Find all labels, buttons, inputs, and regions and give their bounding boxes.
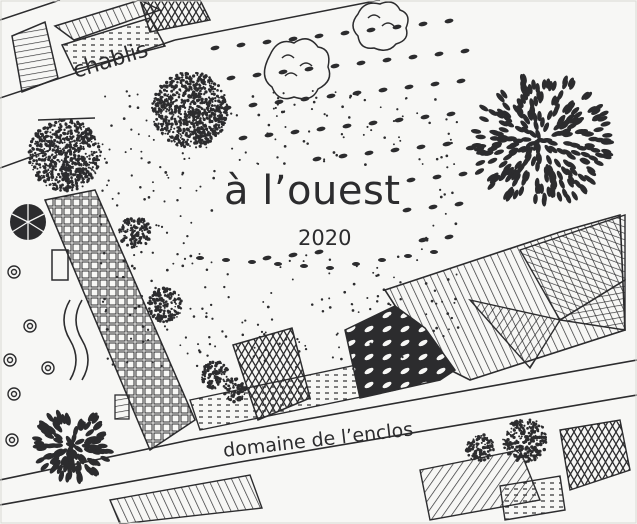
umbrella-tree: [10, 204, 46, 240]
big-leaf-tree: [465, 73, 615, 207]
small-roses: [3, 265, 55, 447]
wine-title: à l’ouest: [224, 168, 401, 214]
trees: [27, 71, 548, 464]
vintage-year: 2020: [298, 226, 352, 250]
outlined-shrubs: [263, 1, 409, 100]
right-fields: [232, 213, 626, 422]
top-left-hedges: [0, 0, 381, 99]
dark-leaf-tree: [32, 409, 114, 485]
vineyard-dots: [98, 18, 470, 369]
